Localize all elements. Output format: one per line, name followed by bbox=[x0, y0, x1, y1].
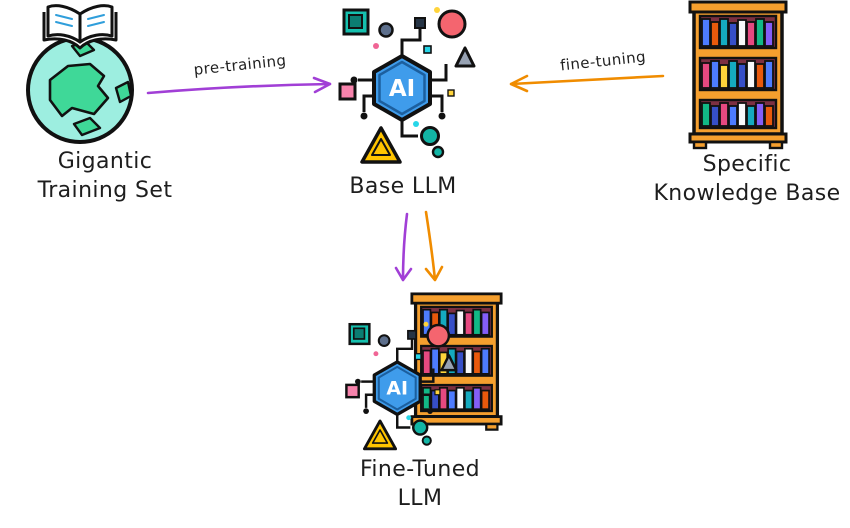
edge-pre-training-arrow bbox=[146, 76, 332, 95]
edge-down-orange-arrow bbox=[424, 210, 444, 282]
node-knowledge-base bbox=[688, 0, 788, 150]
fine-tuning-arrow-path bbox=[509, 74, 665, 93]
node-training-set bbox=[10, 2, 160, 147]
ai-chip-bookshelf-icon bbox=[344, 292, 503, 451]
down-orange-arrow-path bbox=[424, 210, 444, 282]
globe-book-icon bbox=[26, 3, 134, 144]
bookshelf-icon bbox=[688, 0, 788, 150]
edge-fine-tuning-arrow bbox=[509, 74, 665, 93]
training-set-label: Gigantic Training Set bbox=[37, 149, 173, 204]
pre-training-arrow-path bbox=[146, 76, 332, 95]
base-llm-label: Base LLM bbox=[349, 174, 457, 199]
knowledge-base-label: Specific Knowledge Base bbox=[653, 152, 841, 207]
fine-tuned-llm-label: Fine-Tuned LLM bbox=[359, 457, 481, 512]
ai-chip-icon bbox=[338, 5, 476, 164]
down-purple-arrow-path bbox=[394, 212, 413, 282]
node-fine-tuned-llm bbox=[330, 290, 545, 462]
node-base-llm bbox=[320, 0, 480, 170]
edge-down-purple-arrow bbox=[394, 212, 413, 282]
